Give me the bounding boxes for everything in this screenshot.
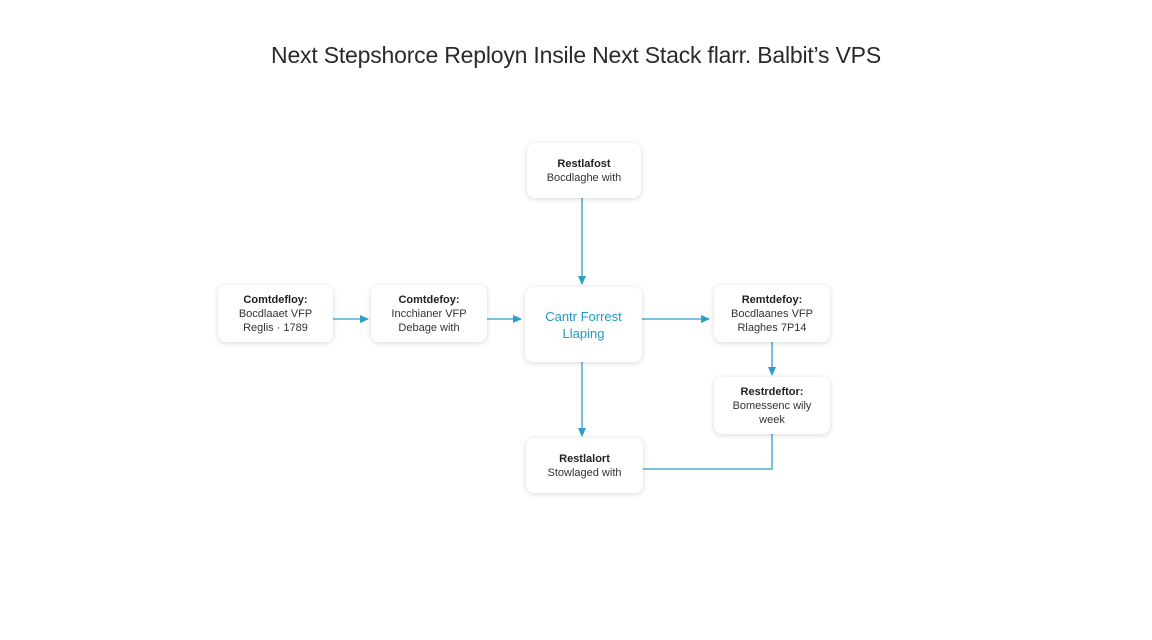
node-text: Incchianer VFP — [391, 307, 467, 320]
node-text: Stowlaged with — [547, 466, 622, 479]
node-text: week — [759, 413, 785, 426]
node-heading: Restrdeftor: — [740, 385, 804, 398]
node-right1[interactable]: Remtdefoy: Bocdlaanes VFP Rlaghes 7P14 — [714, 285, 830, 342]
node-text: Reglis · 1789 — [243, 321, 308, 334]
node-text: Llaping — [562, 325, 605, 341]
node-heading: Restlalort — [559, 452, 610, 465]
node-center[interactable]: Cantr Forrest Llaping — [525, 287, 642, 362]
node-text: Bocdlaaet VFP — [238, 307, 313, 320]
node-top[interactable]: Restlafost Bocdlaghe with — [527, 143, 641, 198]
node-text: Bocdlaghe with — [546, 171, 622, 184]
node-text: Bocdlaanes VFP — [731, 307, 813, 320]
node-heading: Comtdefoy: — [398, 293, 460, 306]
page-title: Next Stepshorce Reployn Insile Next Stac… — [271, 42, 881, 68]
node-text: Cantr Forrest — [545, 308, 622, 324]
node-text: Debage with — [398, 321, 460, 334]
node-left1[interactable]: Comtdefloy: Bocdlaaet VFP Reglis · 1789 — [218, 285, 333, 342]
node-heading: Restlafost — [557, 157, 611, 170]
node-text: Rlaghes 7P14 — [737, 321, 807, 334]
node-bottom[interactable]: Restlalort Stowlaged with — [526, 438, 643, 493]
node-left2[interactable]: Comtdefoy: Incchianer VFP Debage with — [371, 285, 487, 342]
node-heading: Remtdefoy: — [741, 293, 803, 306]
node-text: Bomessenc wily — [732, 399, 812, 412]
connector-right2-to-bottom — [643, 434, 773, 470]
node-heading: Comtdefloy: — [243, 293, 308, 306]
node-right2[interactable]: Restrdeftor: Bomessenc wily week — [714, 377, 830, 434]
